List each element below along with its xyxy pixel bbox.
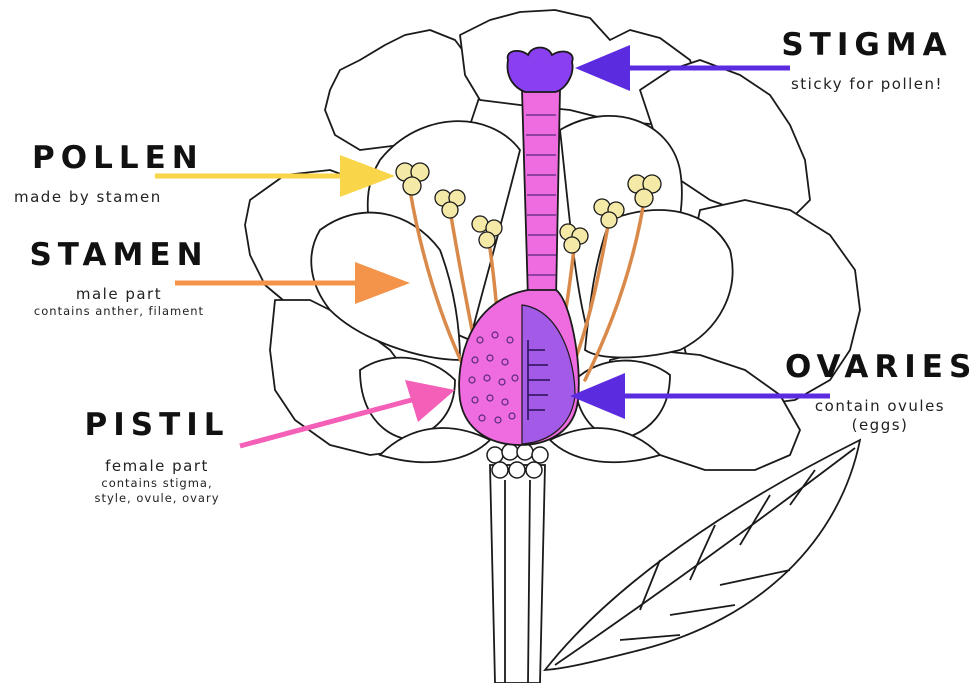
stigma-subtitle: sticky for pollen! [762, 75, 972, 94]
ovaries-subtitle-1: contain ovules [785, 397, 975, 416]
pistil-label: PISTIL female part contains stigma, styl… [62, 410, 252, 507]
stigma-label: STIGMA sticky for pollen! [762, 30, 972, 94]
leaf [545, 440, 860, 670]
stigma [507, 48, 572, 93]
stem [490, 465, 545, 683]
ovaries-title: OVARIES [785, 352, 975, 383]
stamen-label: STAMEN male part contains anther, filame… [4, 240, 234, 319]
ovaries-subtitle-2: (eggs) [785, 416, 975, 435]
pollen-subtitle: made by stamen [14, 188, 214, 207]
pistil-detail-1: contains stigma, [62, 476, 252, 492]
pistil-detail-2: style, ovule, ovary [62, 491, 252, 507]
pistil-subtitle: female part [62, 457, 252, 476]
pollen-label: POLLEN made by stamen [14, 143, 214, 207]
ovaries-label: OVARIES contain ovules (eggs) [785, 352, 975, 435]
pollen-title: POLLEN [14, 143, 214, 174]
stamen-detail: contains anther, filament [4, 304, 234, 320]
pistil-title: PISTIL [62, 410, 252, 441]
stamen-subtitle: male part [4, 285, 234, 304]
stamen-title: STAMEN [4, 240, 234, 271]
stigma-title: STIGMA [762, 30, 972, 61]
receptacle [487, 444, 548, 478]
